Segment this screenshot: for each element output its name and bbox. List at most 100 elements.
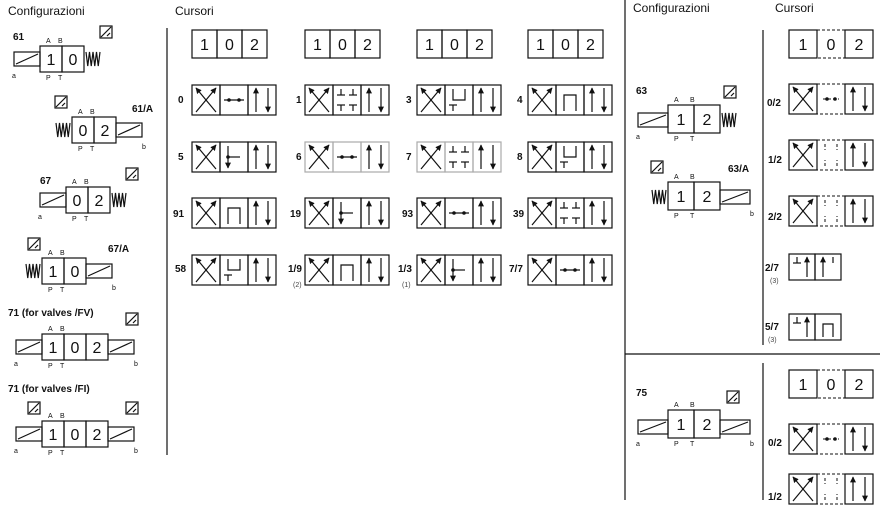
spool-section <box>814 253 842 281</box>
cross-arrow <box>420 144 442 170</box>
solenoid-a-letter: a <box>38 214 42 221</box>
spool-section <box>844 83 874 115</box>
position-digit: 2 <box>95 193 104 210</box>
override-mark <box>132 174 137 179</box>
spool-label: 7 <box>406 152 412 163</box>
junction-dot <box>825 437 829 441</box>
junction-dot <box>339 211 343 215</box>
solenoid-body <box>15 426 43 442</box>
cross-arrow <box>420 257 442 283</box>
port-t: T <box>60 363 65 370</box>
spool-section <box>788 313 816 341</box>
solenoid-body <box>13 51 41 67</box>
port-a: A <box>48 250 53 257</box>
manual-override-icon <box>27 401 41 415</box>
solenoid-body <box>719 189 751 205</box>
position-digit: 2 <box>703 417 712 434</box>
left-cursors-header: Cursori <box>175 4 214 18</box>
port-b: B <box>60 326 65 333</box>
position-digit: 1 <box>799 37 808 54</box>
spool-section <box>555 84 585 116</box>
position-digit: 1 <box>677 189 686 206</box>
right-cursors-header: Cursori <box>775 1 814 15</box>
cross-arrow <box>531 144 553 170</box>
position-digit: 2 <box>586 37 595 54</box>
config-label: 67 <box>40 176 52 187</box>
cross-arrow <box>420 87 442 113</box>
junction-dot <box>350 155 354 159</box>
port-a: A <box>674 174 679 181</box>
solenoid-body <box>39 192 67 208</box>
right-spool-label: 2/2 <box>768 212 782 223</box>
spool-section <box>472 197 502 229</box>
position-digit: 0 <box>71 340 80 357</box>
port-a: A <box>48 326 53 333</box>
junction-dot <box>573 268 577 272</box>
cross-arrow <box>195 144 217 170</box>
junction-dot <box>452 211 456 215</box>
position-box <box>577 29 604 59</box>
solenoid-diagonal <box>109 341 133 353</box>
solenoid-body <box>719 419 751 435</box>
override-mark <box>733 397 738 402</box>
solenoid-b-letter: b <box>750 211 754 218</box>
junction-dot <box>833 437 837 441</box>
right-spool-label: 0/2 <box>767 98 781 109</box>
spool-label: 1/3 <box>398 264 412 275</box>
spool-section <box>360 197 390 229</box>
spool-section <box>814 313 842 341</box>
cross-arrow <box>195 257 217 283</box>
config-label: 61 <box>13 32 25 43</box>
cross-arrow <box>308 144 330 170</box>
config-label: 71 (for valves /FV) <box>8 308 94 319</box>
position-box <box>87 186 111 214</box>
spool-section <box>583 254 613 286</box>
spring-icon <box>721 112 737 128</box>
solenoid-body <box>637 112 669 128</box>
position-digit: 2 <box>703 112 712 129</box>
spool-section <box>583 197 613 229</box>
override-diagonal <box>126 168 138 180</box>
solenoid-diagonal <box>87 265 111 277</box>
spool-section <box>844 423 874 455</box>
spring-icon <box>111 192 127 208</box>
solenoid-diagonal <box>639 114 667 126</box>
position-digit: 0 <box>827 377 836 394</box>
position-digit: 0 <box>71 427 80 444</box>
spool-section <box>583 141 613 173</box>
override-mark <box>132 408 137 413</box>
position-box <box>354 29 381 59</box>
override-diagonal <box>126 402 138 414</box>
override-diagonal <box>126 313 138 325</box>
port-b: B <box>690 402 695 409</box>
spool-section <box>472 254 502 286</box>
junction-dot <box>833 97 837 101</box>
position-digit: 1 <box>425 37 434 54</box>
spool-section <box>247 197 277 229</box>
position-digit: 0 <box>73 193 82 210</box>
position-digit: 1 <box>49 427 58 444</box>
cross-arrow <box>531 87 553 113</box>
position-digit: 0 <box>561 37 570 54</box>
position-digit: 1 <box>536 37 545 54</box>
solenoid-b-letter: b <box>134 361 138 368</box>
override-diagonal <box>55 96 67 108</box>
manual-override-icon <box>125 167 139 181</box>
spool-label: 4 <box>517 95 523 106</box>
spool-section <box>360 84 390 116</box>
solenoid-body <box>15 339 43 355</box>
position-digit: 2 <box>93 340 102 357</box>
spool-section <box>555 197 585 229</box>
port-t: T <box>690 441 695 448</box>
port-a: A <box>46 38 51 45</box>
junction-dot <box>451 268 455 272</box>
junction-dot <box>825 97 829 101</box>
solenoid-body <box>107 339 135 355</box>
cross-arrow <box>792 198 814 224</box>
solenoid-diagonal <box>109 428 133 440</box>
spool-label: 39 <box>513 209 525 220</box>
solenoid-a-letter: a <box>14 448 18 455</box>
spool-label: 8 <box>517 152 523 163</box>
position-digit: 1 <box>313 37 322 54</box>
position-digit: 1 <box>49 264 58 281</box>
